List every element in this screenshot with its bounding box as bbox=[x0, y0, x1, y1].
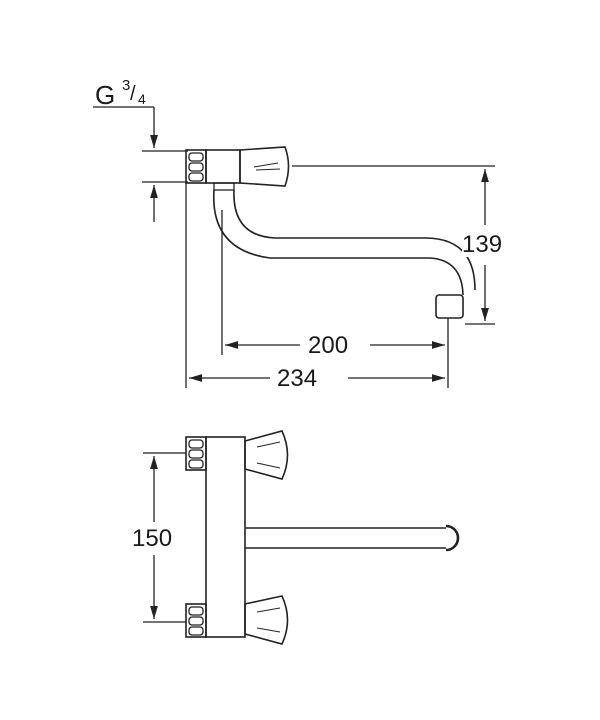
side-view bbox=[93, 106, 495, 388]
spout-swivel bbox=[213, 182, 235, 191]
aerator bbox=[435, 294, 464, 319]
bottom-connection-nut bbox=[185, 603, 207, 638]
front-view bbox=[143, 430, 460, 645]
top-connection-nut bbox=[185, 436, 207, 471]
thread-fraction-slash: / bbox=[130, 83, 136, 105]
dim-centers-label: 150 bbox=[132, 525, 173, 552]
dim-overall-length-label: 234 bbox=[277, 365, 318, 392]
spout-outer bbox=[213, 189, 464, 296]
dim-height-label: 139 bbox=[462, 231, 503, 258]
dim-spout-reach-label: 200 bbox=[308, 332, 349, 359]
handle-knob bbox=[239, 146, 290, 187]
spout-tip bbox=[445, 524, 460, 552]
mixer-body bbox=[205, 436, 246, 638]
thread-size-label: G bbox=[95, 80, 116, 110]
top-handle bbox=[244, 430, 289, 480]
connection-nut bbox=[185, 149, 207, 184]
valve-body bbox=[205, 149, 241, 184]
spout-inner bbox=[233, 189, 476, 291]
thread-fraction-numerator: 3 bbox=[122, 77, 131, 94]
bottom-handle bbox=[244, 595, 289, 645]
thread-fraction-denominator: 4 bbox=[138, 91, 146, 107]
